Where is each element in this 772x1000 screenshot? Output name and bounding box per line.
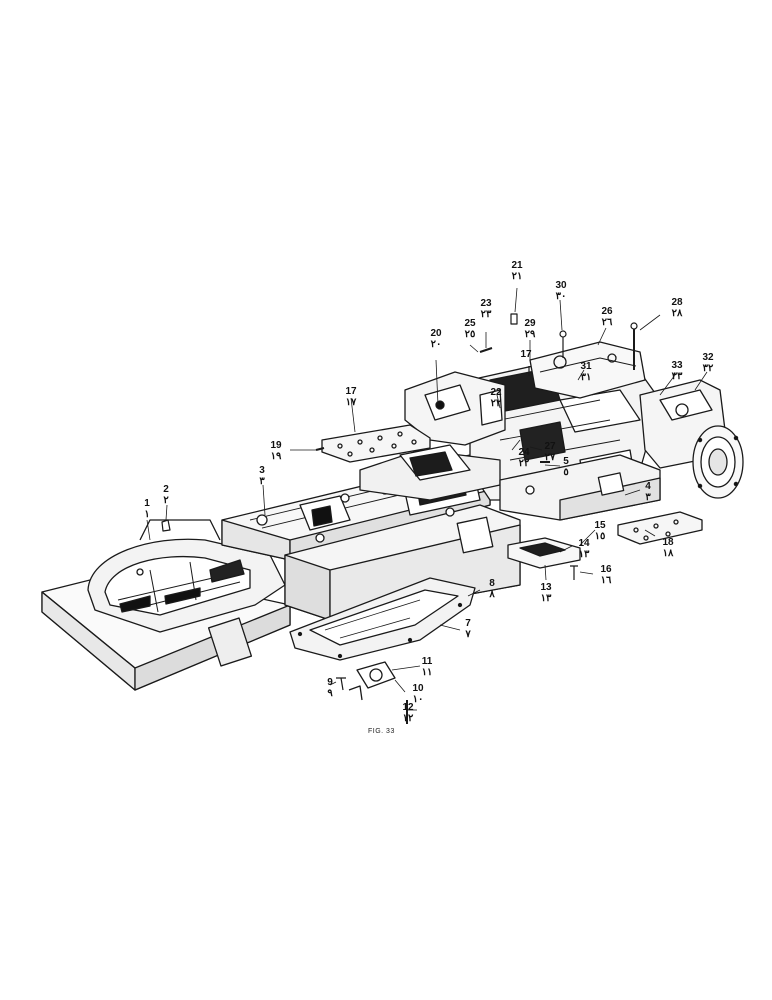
drain-flange <box>348 661 408 724</box>
upper-bracket <box>404 371 506 446</box>
cover-plate-13 <box>507 537 581 569</box>
oil-pan <box>289 577 476 661</box>
callout-17-small: 17 <box>520 349 532 360</box>
rear-rail <box>499 454 661 521</box>
drilled-plate-18 <box>617 511 703 545</box>
bolts <box>161 313 638 691</box>
top-cover <box>529 341 646 399</box>
leader-lines <box>146 287 708 711</box>
drilled-plate-17 <box>321 424 431 463</box>
front-support-casting <box>87 519 286 633</box>
figure-caption: FIG. 33 <box>368 728 395 735</box>
rear-axle-housing <box>639 379 744 499</box>
